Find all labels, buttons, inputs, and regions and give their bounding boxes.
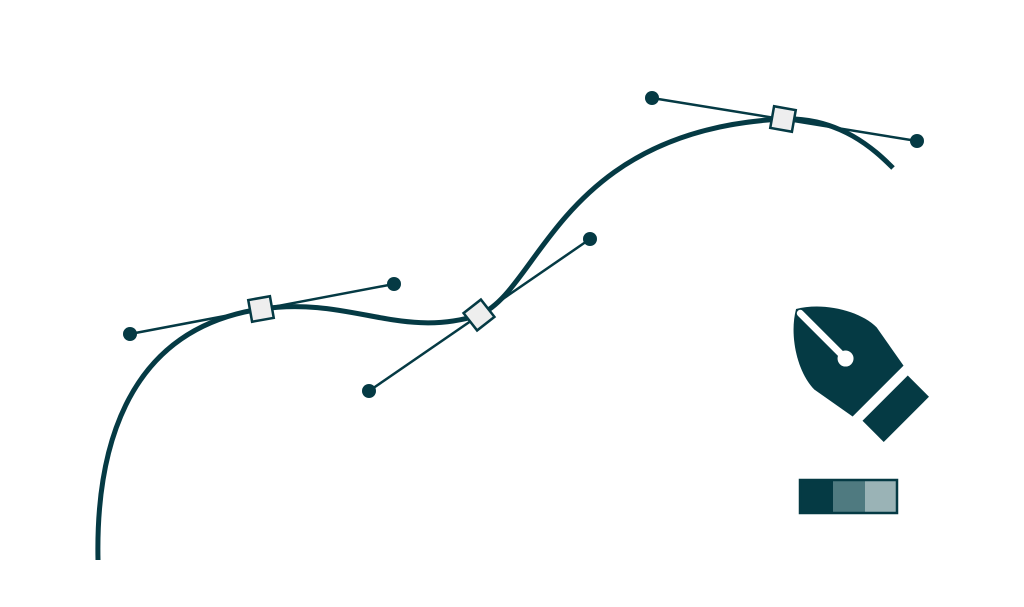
anchor-point-1[interactable] xyxy=(246,294,276,324)
color-swatch-icon xyxy=(798,478,899,515)
anchor-point-2[interactable] xyxy=(461,297,497,333)
pen-collar xyxy=(862,375,929,442)
bezier-curve xyxy=(95,116,895,561)
handle-knob-right[interactable] xyxy=(910,134,924,148)
swatch-border xyxy=(798,478,899,515)
handle-knob-left[interactable] xyxy=(362,384,376,398)
handle-knob-right[interactable] xyxy=(583,232,597,246)
pen-tool-icon xyxy=(793,306,929,442)
swatch-mid xyxy=(833,480,865,513)
handle-knob-left[interactable] xyxy=(123,327,137,341)
handle-knob-left[interactable] xyxy=(645,91,659,105)
pen-slit xyxy=(796,309,845,358)
swatch-light xyxy=(865,480,897,513)
pen-hole xyxy=(837,350,854,367)
handle-knob-right[interactable] xyxy=(387,277,401,291)
anchor-point-3[interactable] xyxy=(768,104,798,134)
swatch-dark xyxy=(800,480,833,513)
